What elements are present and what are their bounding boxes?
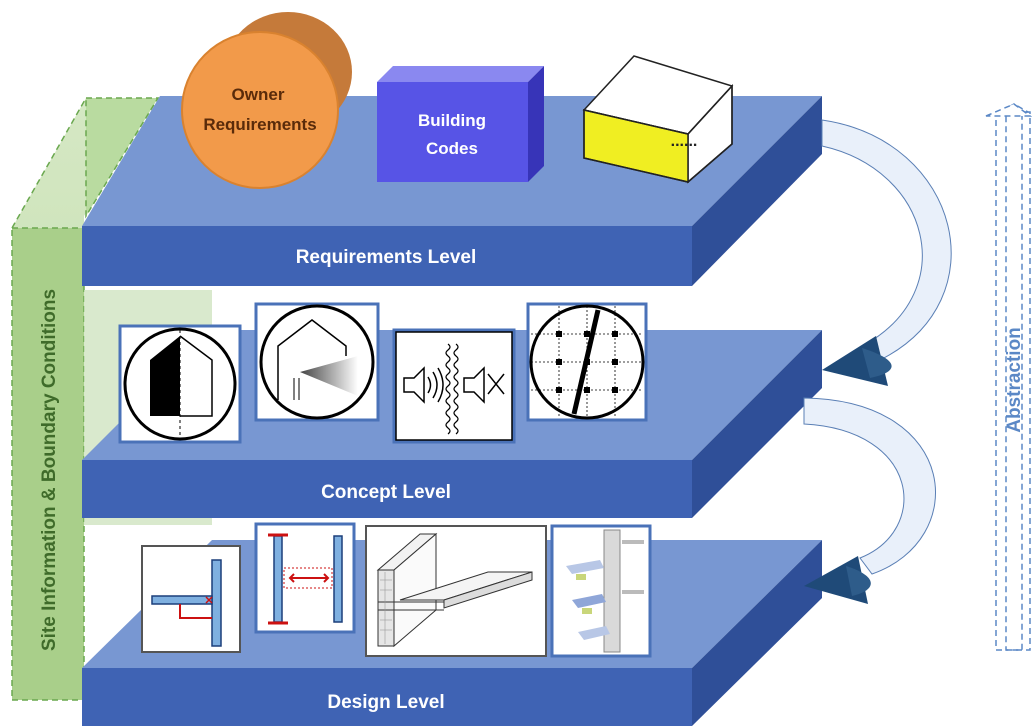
acoustic-wall-icon — [392, 328, 516, 444]
wall-spacing-detail-icon — [254, 522, 356, 634]
owner-line1: Owner — [232, 85, 285, 104]
wall-joint-detail-icon — [141, 545, 241, 653]
codes-line2: Codes — [426, 139, 478, 158]
abstraction-arrow: Abstraction — [985, 103, 1032, 651]
abstraction-label: Abstraction — [1004, 327, 1025, 433]
owner-requirements-item: Owner Requirements — [181, 12, 352, 189]
light-beam-house-icon — [254, 302, 380, 422]
owner-line2: Requirements — [203, 115, 316, 134]
requirements-to-concept-arrow — [821, 119, 952, 386]
design-level-label: Design Level — [327, 692, 444, 713]
requirements-level-label: Requirements Level — [296, 247, 477, 268]
slab-wall-3d-icon — [365, 525, 547, 657]
other-requirements-item: ...... — [582, 55, 734, 184]
facade-section-icon — [550, 524, 652, 658]
dots-label: ...... — [671, 133, 698, 150]
concept-level-label: Concept Level — [321, 482, 451, 503]
concept-to-design-arrow — [803, 397, 936, 604]
codes-line1: Building — [418, 111, 486, 130]
daylight-facade-icon — [118, 324, 242, 444]
site-information-label: Site Information & Boundary Conditions — [39, 289, 60, 651]
building-codes-item: Building Codes — [377, 66, 544, 182]
structural-grid-icon — [526, 302, 648, 422]
